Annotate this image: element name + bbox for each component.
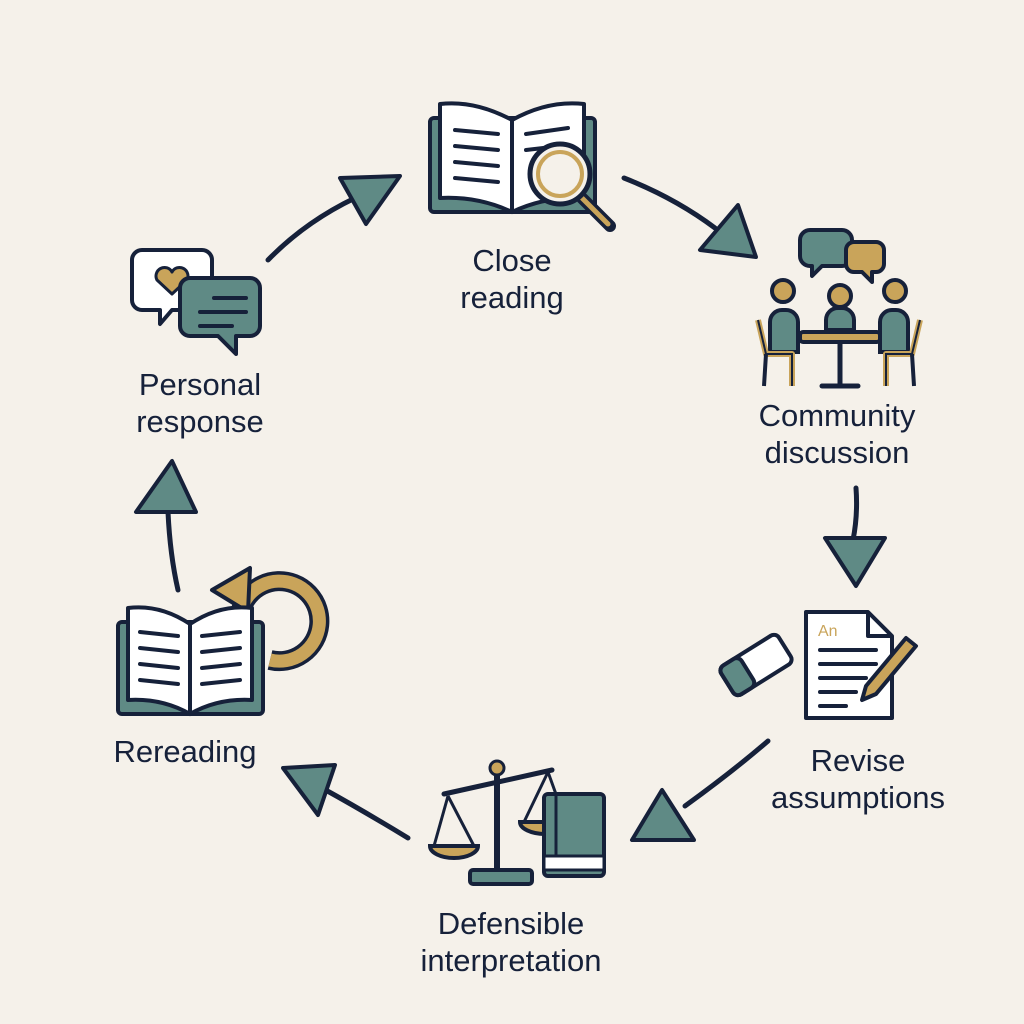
- open-book-magnifier-icon: [428, 101, 616, 232]
- step-line2: interpretation: [420, 943, 602, 978]
- step-line1: Revise: [810, 743, 906, 778]
- step-line2: reading: [460, 280, 564, 315]
- step-label-defensible-interpretation: Defensible interpretation: [386, 905, 636, 979]
- document-edit-icon: An: [718, 610, 918, 720]
- step-label-community-discussion: Community discussion: [722, 397, 952, 471]
- arrow-personal-to-close: [265, 174, 402, 263]
- step-line1: Defensible: [437, 906, 585, 941]
- arrow-close-to-community: [621, 175, 758, 259]
- group-discussion-icon: [755, 228, 923, 389]
- step-line2: response: [136, 404, 264, 439]
- scales-book-icon: [427, 759, 606, 886]
- step-line1: Rereading: [113, 734, 257, 769]
- arrow-rereading-to-personal: [134, 459, 198, 593]
- step-line2: assumptions: [770, 780, 946, 815]
- speech-bubbles-heart-icon: [130, 248, 262, 356]
- step-label-close-reading: Close reading: [432, 242, 592, 316]
- step-line1: Community: [758, 398, 916, 433]
- arrow-revise-to-defensible: [630, 738, 771, 842]
- step-label-personal-response: Personal response: [105, 366, 295, 440]
- step-label-rereading: Rereading: [90, 733, 280, 770]
- step-line2: discussion: [764, 435, 910, 470]
- arrow-community-to-revise: [823, 485, 887, 588]
- step-line1: Close: [472, 243, 552, 278]
- step-line1: Personal: [138, 367, 262, 402]
- book-return-arrow-icon: [116, 566, 330, 716]
- doc-mark-text: An: [818, 623, 838, 640]
- step-label-revise-assumptions: Revise assumptions: [738, 742, 978, 816]
- arrow-defensible-to-rereading: [281, 763, 411, 841]
